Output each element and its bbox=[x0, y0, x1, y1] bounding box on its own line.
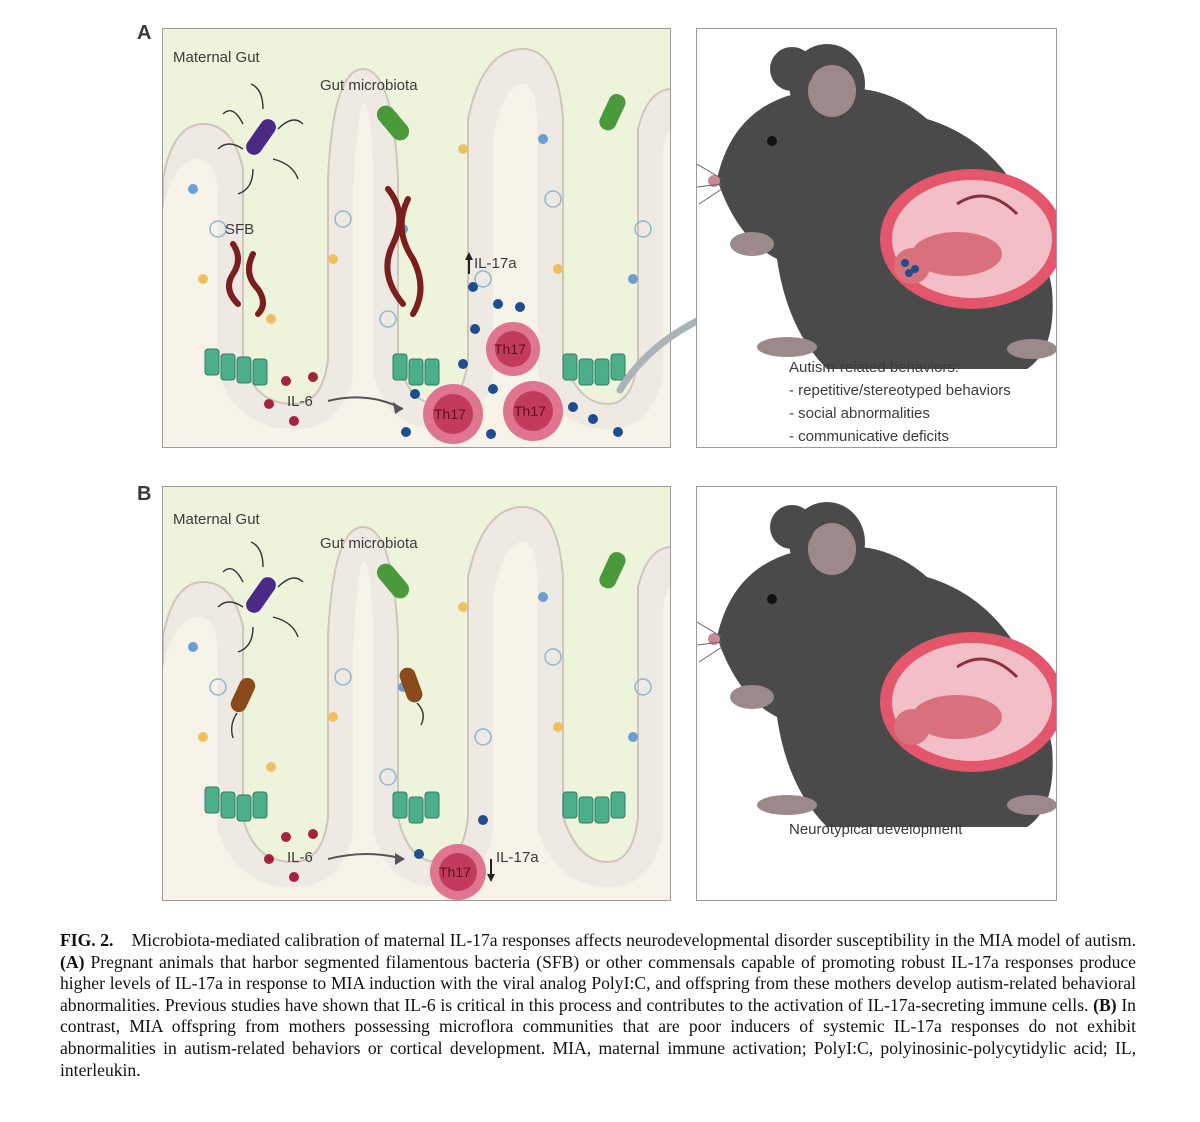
caption-a-text: Pregnant animals that harbor segmented f… bbox=[60, 951, 1136, 1015]
caption-fig-label: FIG. 2. bbox=[60, 930, 114, 950]
caption-a-marker: (A) bbox=[60, 951, 85, 972]
panel-a-letter: A bbox=[137, 22, 152, 44]
panel-b-microbiota-label: Gut microbiota bbox=[320, 535, 418, 552]
panel-a-sfb-label: SFB bbox=[225, 221, 255, 238]
panel-a-outcome-item: - social abnormalities bbox=[789, 405, 930, 422]
panel-a-mouse-box: Autism-related behaviors: - repetitive/s… bbox=[696, 28, 1057, 448]
caption-b-text: In contrast, MIA offspring from mothers … bbox=[60, 994, 1136, 1080]
caption-intro: Microbiota-mediated calibration of mater… bbox=[131, 930, 1136, 950]
panel-b-letter: B bbox=[137, 483, 152, 505]
panel-b-il6-label: IL-6 bbox=[287, 849, 313, 866]
panel-b-mouse-illustration bbox=[697, 502, 1056, 827]
panel-a-mouse-illustration bbox=[697, 44, 1056, 369]
panel-b-mouse-box: Neurotypical development bbox=[696, 486, 1057, 901]
panel-a-gut-label: Maternal Gut bbox=[173, 49, 260, 66]
caption-b-marker: (B) bbox=[1093, 994, 1117, 1015]
panel-b-il17a-label: IL-17a bbox=[496, 849, 539, 866]
panel-a-gut-box: Maternal Gut Gut microbiota SFB IL-17a I… bbox=[162, 28, 671, 448]
panel-b-th17-label: Th17 bbox=[439, 864, 471, 880]
panel-a-th17-label: Th17 bbox=[434, 406, 466, 422]
panel-a-th17-label: Th17 bbox=[494, 341, 526, 357]
panel-a-il17a-label: IL-17a bbox=[474, 255, 517, 272]
panel-b-gut-box: Maternal Gut Gut microbiota IL-6 Th17 IL… bbox=[162, 486, 671, 901]
panel-b-outcome-title: Neurotypical development bbox=[789, 821, 963, 838]
panel-a-gut-illustration bbox=[163, 29, 670, 447]
panel-a-outcome-item: - repetitive/stereotyped behaviors bbox=[789, 382, 1011, 399]
panel-a-th17-label: Th17 bbox=[514, 403, 546, 419]
panel-b-gut-illustration bbox=[163, 487, 670, 900]
panel-a-il6-label: IL-6 bbox=[287, 393, 313, 410]
panel-a-microbiota-label: Gut microbiota bbox=[320, 77, 418, 94]
panel-b-gut-label: Maternal Gut bbox=[173, 511, 260, 528]
figure-caption: FIG. 2. Microbiota-mediated calibration … bbox=[60, 930, 1136, 1081]
panel-a-outcome-item: - communicative deficits bbox=[789, 428, 950, 445]
panel-a-outcome-title: Autism-related behaviors: bbox=[789, 359, 960, 376]
